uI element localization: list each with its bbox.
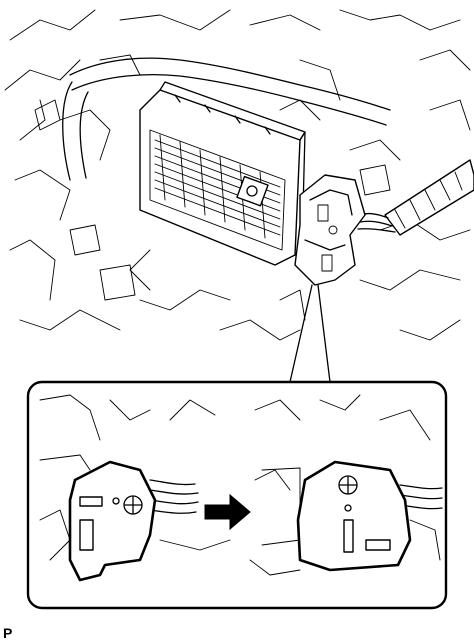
connector: [294, 174, 366, 286]
connector-after: [261, 460, 443, 572]
detail-inset: [26, 380, 448, 610]
direction-arrow: [204, 493, 251, 531]
engine-bay-background: [4, 9, 471, 341]
ecu-module: [139, 81, 306, 266]
hose: [62, 57, 391, 181]
figure-code-label: P: [3, 625, 13, 641]
wire-harness: [357, 159, 474, 236]
connector-before: [68, 460, 199, 582]
callout-leader: [289, 284, 331, 383]
